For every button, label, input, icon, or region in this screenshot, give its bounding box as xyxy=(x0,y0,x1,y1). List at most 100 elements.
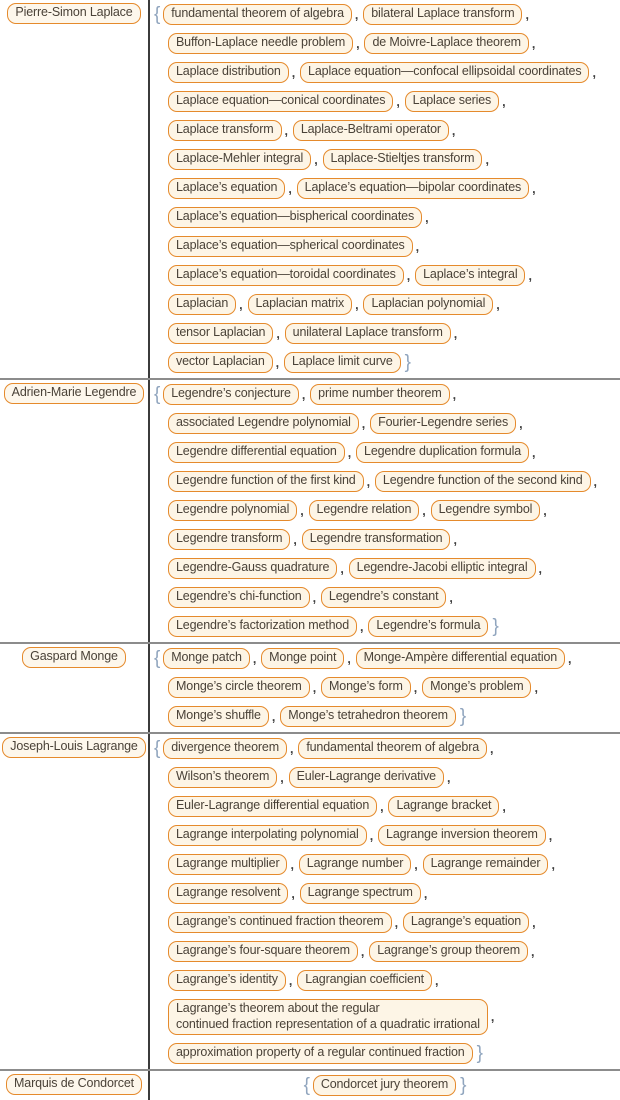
concept-badge[interactable]: Laplace equation—confocal ellipsoidal co… xyxy=(300,62,590,83)
concept-badge[interactable]: Lagrange’s identity xyxy=(168,970,286,991)
concept-badge[interactable]: fundamental theorem of algebra xyxy=(163,4,352,25)
concept-line: {divergence theorem,fundamental theorem … xyxy=(153,734,618,763)
concept-badge[interactable]: Lagrange spectrum xyxy=(299,883,421,904)
concept-badge[interactable]: Lagrange’s continued fraction theorem xyxy=(168,912,392,933)
concept-badge[interactable]: Legendre’s chi-function xyxy=(168,587,310,608)
comma-separator: , xyxy=(534,680,538,695)
concept-badge[interactable]: Laplace series xyxy=(404,91,500,112)
concept-badge[interactable]: unilateral Laplace transform xyxy=(284,323,451,344)
comma-separator: , xyxy=(490,741,494,756)
concept-badge[interactable]: divergence theorem xyxy=(163,738,287,759)
concept-badge[interactable]: Legendre polynomial xyxy=(168,500,298,521)
comma-separator: , xyxy=(592,65,596,80)
comma-separator: , xyxy=(396,94,400,109)
concept-badge[interactable]: Euler-Lagrange differential equation xyxy=(168,796,378,817)
comma-separator: , xyxy=(532,445,536,460)
concept-badge[interactable]: Monge’s form xyxy=(321,677,411,698)
concept-badge[interactable]: tensor Laplacian xyxy=(168,323,274,344)
person-badge[interactable]: Marquis de Condorcet xyxy=(6,1074,142,1095)
comma-separator: , xyxy=(449,590,453,605)
concept-badge[interactable]: Monge’s tetrahedron theorem xyxy=(280,706,456,727)
concept-badge[interactable]: Legendre transformation xyxy=(301,529,451,550)
concept-badge[interactable]: Laplace’s equation—bipolar coordinates xyxy=(296,178,530,199)
concept-badge[interactable]: associated Legendre polynomial xyxy=(168,413,359,434)
concept-line: Laplacian,Laplacian matrix,Laplacian pol… xyxy=(153,290,618,319)
concept-badge[interactable]: Laplacian xyxy=(168,294,237,315)
concept-badge[interactable]: Wilson’s theorem xyxy=(168,767,278,788)
concept-badge[interactable]: Legendre-Gauss quadrature xyxy=(168,558,338,579)
concept-badge[interactable]: de Moivre-Laplace theorem xyxy=(364,33,529,54)
concept-badge[interactable]: Legendre symbol xyxy=(430,500,541,521)
concept-badge[interactable]: Laplace’s equation—bispherical coordinat… xyxy=(168,207,423,228)
concept-badge[interactable]: prime number theorem xyxy=(310,384,450,405)
concept-badge[interactable]: Monge patch xyxy=(163,648,250,669)
concept-badge[interactable]: bilateral Laplace transform xyxy=(363,4,523,25)
concept-badge[interactable]: approximation property of a regular cont… xyxy=(168,1043,473,1064)
concept-badge[interactable]: Legendre’s conjecture xyxy=(163,384,299,405)
concept-badge[interactable]: Lagrange’s group theorem xyxy=(369,941,528,962)
concept-badge[interactable]: Lagrange’s equation xyxy=(402,912,530,933)
concept-badge[interactable]: Buffon-Laplace needle problem xyxy=(168,33,354,54)
concept-badge[interactable]: Lagrange number xyxy=(298,854,412,875)
comma-separator: , xyxy=(423,886,428,901)
concept-badge[interactable]: Monge’s circle theorem xyxy=(168,677,310,698)
concept-badge[interactable]: Legendre function of the second kind xyxy=(374,471,591,492)
concept-badge[interactable]: Legendre-Jacobi elliptic integral xyxy=(348,558,536,579)
concept-badge[interactable]: Lagrangian coefficient xyxy=(297,970,432,991)
concept-line: {fundamental theorem of algebra,bilatera… xyxy=(153,0,618,29)
concept-badge[interactable]: Lagrange interpolating polynomial xyxy=(168,825,367,846)
concept-badge[interactable]: Lagrange remainder xyxy=(422,854,549,875)
comma-separator: , xyxy=(490,1010,495,1024)
comma-separator: , xyxy=(369,828,374,843)
concept-badge[interactable]: Legendre’s constant xyxy=(320,587,447,608)
person-badge[interactable]: Adrien-Marie Legendre xyxy=(3,383,145,404)
concept-badge[interactable]: Legendre differential equation xyxy=(168,442,345,463)
concept-badge[interactable]: Legendre transform xyxy=(168,529,291,550)
concept-badge[interactable]: Legendre’s formula xyxy=(368,616,489,637)
concept-badge[interactable]: Laplacian polynomial xyxy=(363,294,494,315)
comma-separator: , xyxy=(548,828,553,843)
concept-badge[interactable]: Monge point xyxy=(261,648,345,669)
concept-badge[interactable]: Laplace-Stieltjes transform xyxy=(322,149,483,170)
concept-badge[interactable]: Monge’s problem xyxy=(422,677,532,698)
comma-separator: , xyxy=(360,619,364,634)
concept-badge[interactable]: Legendre function of the first kind xyxy=(168,471,364,492)
concept-badge[interactable]: Laplace transform xyxy=(168,120,282,141)
concept-badge[interactable]: Lagrange’s four-square theorem xyxy=(168,941,358,962)
concept-badge[interactable]: Laplace’s integral xyxy=(415,265,526,286)
concept-badge[interactable]: Laplacian matrix xyxy=(247,294,353,315)
comma-separator: , xyxy=(538,561,542,576)
concept-badge[interactable]: Legendre’s factorization method xyxy=(168,616,358,637)
comma-separator: , xyxy=(452,387,456,402)
person-badge[interactable]: Joseph-Louis Lagrange xyxy=(2,737,146,758)
concept-badge[interactable]: vector Laplacian xyxy=(168,352,273,373)
concept-badge[interactable]: Monge’s shuffle xyxy=(168,706,269,727)
comma-separator: , xyxy=(252,651,257,666)
concept-badge[interactable]: Euler-Lagrange derivative xyxy=(288,767,444,788)
concept-badge[interactable]: Fourier-Legendre series xyxy=(370,413,517,434)
person-badge[interactable]: Gaspard Monge xyxy=(22,647,126,668)
concept-badge[interactable]: Monge-Ampère differential equation xyxy=(355,648,566,669)
concept-badge[interactable]: Laplace-Mehler integral xyxy=(168,149,312,170)
concept-badge[interactable]: Laplace equation—conical coordinates xyxy=(168,91,394,112)
concept-badge[interactable]: fundamental theorem of algebra xyxy=(298,738,488,759)
concept-badge[interactable]: Laplace limit curve xyxy=(283,352,401,373)
concept-badge[interactable]: Laplace distribution xyxy=(168,62,289,83)
person-badge[interactable]: Pierre-Simon Laplace xyxy=(7,3,141,24)
concept-badge[interactable]: Lagrange inversion theorem xyxy=(378,825,546,846)
concept-badge[interactable]: Legendre duplication formula xyxy=(356,442,530,463)
comma-separator: , xyxy=(485,152,489,167)
concept-badge[interactable]: Laplace-Beltrami operator xyxy=(292,120,449,141)
concept-line: Legendre’s factorization method, Legendre… xyxy=(153,612,618,641)
concept-badge[interactable]: Lagrange’s theorem about the regular con… xyxy=(168,998,488,1036)
concept-badge[interactable]: Lagrange bracket xyxy=(388,796,500,817)
concept-badge[interactable]: Condorcet jury theorem xyxy=(312,1075,457,1096)
close-brace: } xyxy=(476,1043,483,1064)
concept-badge[interactable]: Laplace’s equation—spherical coordinates xyxy=(168,236,413,257)
concept-badge[interactable]: Legendre relation xyxy=(308,500,420,521)
concept-line: {Monge patch,Monge point,Monge-Ampère di… xyxy=(153,644,618,673)
concept-badge[interactable]: Laplace’s equation—toroidal coordinates xyxy=(168,265,404,286)
concept-badge[interactable]: Lagrange resolvent xyxy=(168,883,289,904)
concept-badge[interactable]: Lagrange multiplier xyxy=(168,854,288,875)
concept-badge[interactable]: Laplace’s equation xyxy=(168,178,286,199)
